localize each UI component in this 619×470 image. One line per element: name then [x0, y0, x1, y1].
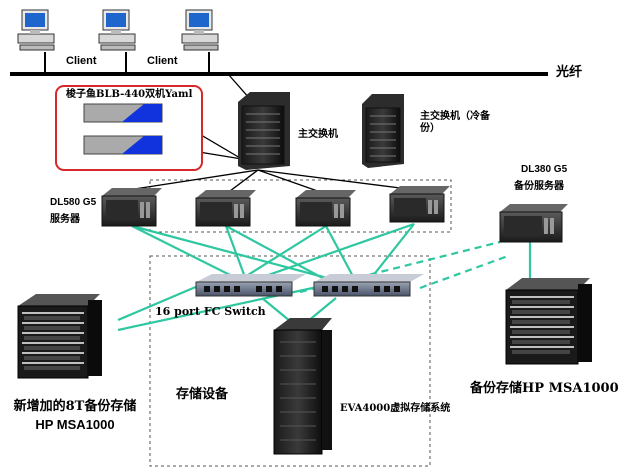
storage-devices-label: 存储设备	[176, 387, 229, 402]
backup-switch-label: 主交换机（冷备份）	[420, 111, 490, 134]
fc-switch-label: 16 port FC Switch	[155, 305, 266, 318]
san-links	[117, 222, 532, 332]
dl580-server-3	[295, 190, 356, 227]
fc-switch-2	[313, 274, 424, 297]
new-backup-storage-label-2: HP MSA1000	[35, 417, 115, 432]
client-label-1: Client	[66, 55, 97, 67]
main-switch	[238, 92, 290, 170]
network-topology-diagram: Client Client 光纤 梭子鱼BLB-440双机Yaml 主交换机 主…	[10, 9, 619, 467]
dl380-backup-server	[499, 204, 568, 243]
load-balancer-label: 梭子鱼BLB-440双机Yaml	[66, 89, 193, 100]
dl580-model-label: DL580 G5	[50, 197, 97, 208]
storage-zone-frame	[149, 255, 431, 467]
eva4000-storage-cabinet	[273, 318, 332, 455]
fiber-label: 光纤	[556, 65, 583, 80]
dl380-model-label: DL380 G5	[521, 164, 568, 175]
dl580-server-label: 服务器	[50, 214, 80, 225]
client-pc-2	[98, 9, 136, 51]
client-pc-1	[17, 9, 55, 51]
load-balancer-unit-2	[83, 135, 163, 155]
load-balancer-unit-1	[83, 103, 163, 123]
diagram-canvas	[10, 9, 592, 467]
client-pc-3	[181, 9, 219, 51]
backup-main-switch	[362, 94, 404, 168]
backup-storage-rack	[505, 278, 592, 365]
main-switch-label: 主交换机	[298, 129, 338, 140]
dl380-server-label: 备份服务器	[514, 181, 564, 192]
new-backup-storage-rack	[17, 294, 102, 379]
backup-storage-label: 备份存储HP MSA1000	[470, 381, 619, 396]
fc-switch-1	[195, 274, 306, 297]
dl580-server-4	[389, 186, 450, 223]
dl580-server-2	[195, 190, 256, 227]
dl580-server-1	[101, 188, 162, 227]
new-backup-storage-label-1: 新增加的8T备份存储	[13, 399, 137, 414]
eva-label: EVA4000虚拟存储系统	[340, 403, 451, 414]
client-label-2: Client	[147, 55, 178, 67]
backup-san-links	[299, 240, 509, 294]
